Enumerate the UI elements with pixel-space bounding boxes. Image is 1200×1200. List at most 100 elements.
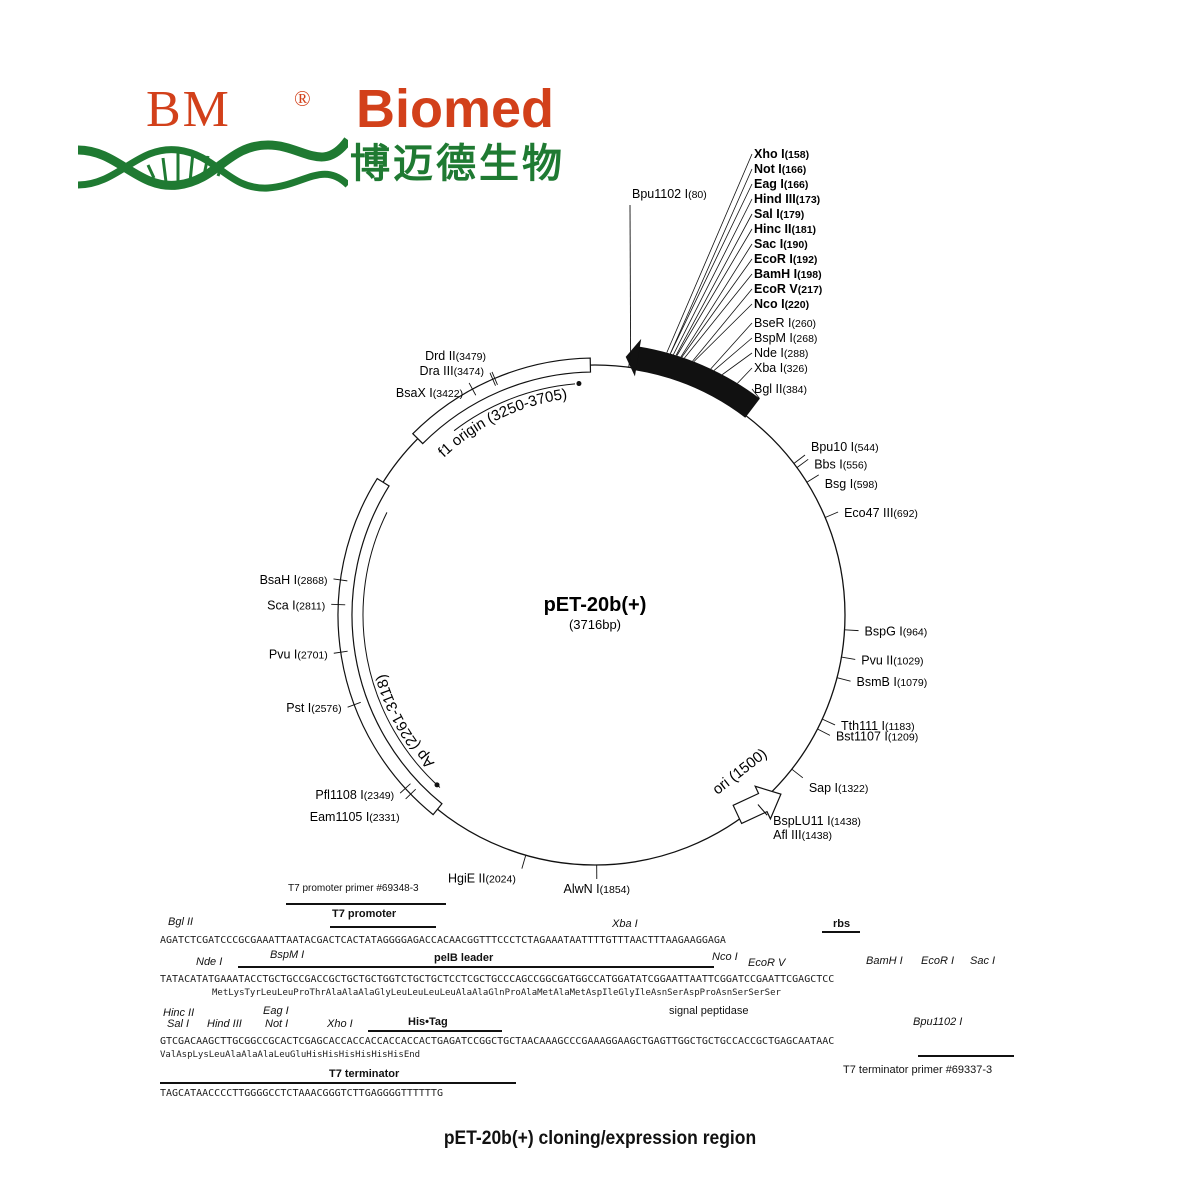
logo-brand-text: Biomed	[356, 79, 555, 139]
site-label-1: Not I(166)	[754, 162, 806, 176]
other-site-name-20: BsaH I	[260, 573, 298, 587]
other-site-label-18: Pvu I(2701)	[269, 647, 328, 661]
site-label-6: Sac I(190)	[754, 237, 808, 251]
feature-arrow-0	[453, 383, 576, 432]
other-site-tick-20	[333, 578, 348, 582]
other-site-tick-8	[822, 718, 836, 726]
other-site-name-2: Bbs I	[814, 457, 843, 471]
site-leader-6	[680, 243, 753, 358]
site-name-10: Nco I	[754, 297, 785, 311]
site-name-12: BspM I	[754, 331, 793, 345]
other-site-name-13: AlwN I	[564, 882, 600, 896]
site-name-7: EcoR I	[754, 252, 793, 266]
other-site-pos-18: (2701)	[297, 649, 327, 661]
other-site-pos-6: (1029)	[893, 655, 923, 667]
other-site-tick-21	[468, 382, 477, 396]
other-site-tick-1	[793, 454, 806, 464]
other-site-pos-14: (2024)	[486, 874, 516, 886]
site-name-8: BamH I	[754, 267, 797, 281]
other-site-label-9: Bst1107 I(1209)	[836, 729, 918, 743]
site-leader-4	[675, 213, 753, 356]
site-name-15: Bgl II	[754, 382, 783, 396]
other-site-name-14: HgiE II	[448, 872, 486, 886]
site-name-2: Eag I	[754, 177, 784, 191]
other-site-pos-0: (80)	[688, 189, 707, 201]
site-label-14: Xba I(326)	[754, 361, 808, 375]
other-site-name-15: Eam1105 I	[310, 810, 370, 824]
other-site-tick-7	[836, 677, 851, 682]
other-site-pos-10: (1322)	[838, 783, 868, 795]
site-pos-1: (166)	[782, 164, 807, 176]
site-pos-6: (190)	[783, 239, 808, 251]
feature-box-1	[337, 477, 443, 816]
other-site-label-21: BsaX I(3422)	[396, 386, 463, 400]
other-site-name-0: Bpu1102 I	[632, 187, 688, 201]
site-label-13: Nde I(288)	[754, 346, 808, 360]
other-site-tick-9	[817, 728, 831, 736]
other-site-label-16: Pfl1108 I(2349)	[315, 788, 394, 802]
site-leader-11	[710, 322, 753, 370]
site-pos-7: (192)	[793, 254, 818, 266]
site-label-15: Bgl II(384)	[754, 382, 807, 396]
other-site-label-23: Drd II(3479)	[425, 349, 486, 363]
other-site-name-12: Afl III	[773, 828, 801, 842]
other-site-label-14: HgiE II(2024)	[448, 872, 516, 886]
site-label-12: BspM I(268)	[754, 331, 817, 345]
other-site-name-21: BsaX I	[396, 386, 433, 400]
other-site-name-10: Sap I	[809, 781, 838, 795]
other-site-pos-11: (1438)	[831, 816, 861, 828]
site-pos-12: (268)	[793, 333, 818, 345]
other-site-pos-3: (598)	[853, 479, 878, 491]
other-site-name-6: Pvu II	[861, 653, 893, 667]
other-site-label-8: Tth111 I(1183)	[841, 719, 915, 733]
other-site-pos-22: (3474)	[454, 366, 484, 378]
other-site-tick-15	[405, 788, 417, 800]
plasmid-name: pET-20b(+)	[544, 594, 647, 616]
site-pos-14: (326)	[783, 363, 808, 375]
other-site-name-19: Sca I	[267, 598, 296, 612]
site-pos-2: (166)	[784, 179, 809, 191]
site-name-6: Sac I	[754, 237, 783, 251]
site-name-5: Hinc II	[754, 222, 792, 236]
other-site-pos-13: (1854)	[600, 884, 630, 896]
other-site-pos-21: (3422)	[433, 388, 463, 400]
other-site-name-5: BspG I	[865, 625, 903, 639]
other-site-leader-0	[629, 204, 632, 354]
site-name-14: Xba I	[754, 361, 783, 375]
other-site-tick-6	[841, 656, 856, 660]
other-site-name-16: Pfl1108 I	[315, 788, 363, 802]
feature-arrow-tip-0	[576, 381, 582, 387]
site-pos-15: (384)	[783, 384, 808, 396]
other-site-pos-19: (2811)	[296, 600, 326, 612]
other-site-pos-5: (964)	[903, 627, 928, 639]
site-name-9: EcoR V	[754, 282, 798, 296]
site-name-4: Sal I	[754, 207, 780, 221]
other-site-tick-14	[521, 855, 527, 869]
other-site-tick-5	[844, 629, 859, 632]
site-name-0: Xho I	[754, 147, 785, 161]
site-label-9: EcoR V(217)	[754, 282, 822, 296]
site-leader-7	[681, 258, 753, 358]
other-site-tick-22	[489, 372, 496, 386]
biomed-logo: BM ® Biomed 博迈德生物	[78, 80, 638, 200]
site-label-8: BamH I(198)	[754, 267, 822, 281]
other-site-name-3: Bsg I	[825, 477, 854, 491]
other-site-label-10: Sap I(1322)	[809, 781, 869, 795]
other-site-tick-3	[806, 474, 819, 483]
other-site-label-19: Sca I(2811)	[267, 598, 325, 612]
site-pos-11: (260)	[792, 318, 817, 330]
other-site-pos-15: (2331)	[369, 812, 399, 824]
site-leader-14	[737, 367, 753, 384]
site-leader-12	[713, 337, 753, 371]
dna-helix-logo-icon	[78, 137, 348, 192]
site-name-11: BseR I	[754, 316, 792, 330]
site-label-4: Sal I(179)	[754, 207, 804, 221]
site-name-13: Nde I	[754, 346, 784, 360]
other-site-pos-23: (3479)	[456, 351, 486, 363]
ori-arrow	[732, 785, 782, 825]
other-site-tick-0	[628, 353, 632, 368]
ori-arrow-shape	[732, 785, 782, 825]
other-site-label-12: Afl III(1438)	[773, 828, 832, 842]
site-label-5: Hinc II(181)	[754, 222, 816, 236]
